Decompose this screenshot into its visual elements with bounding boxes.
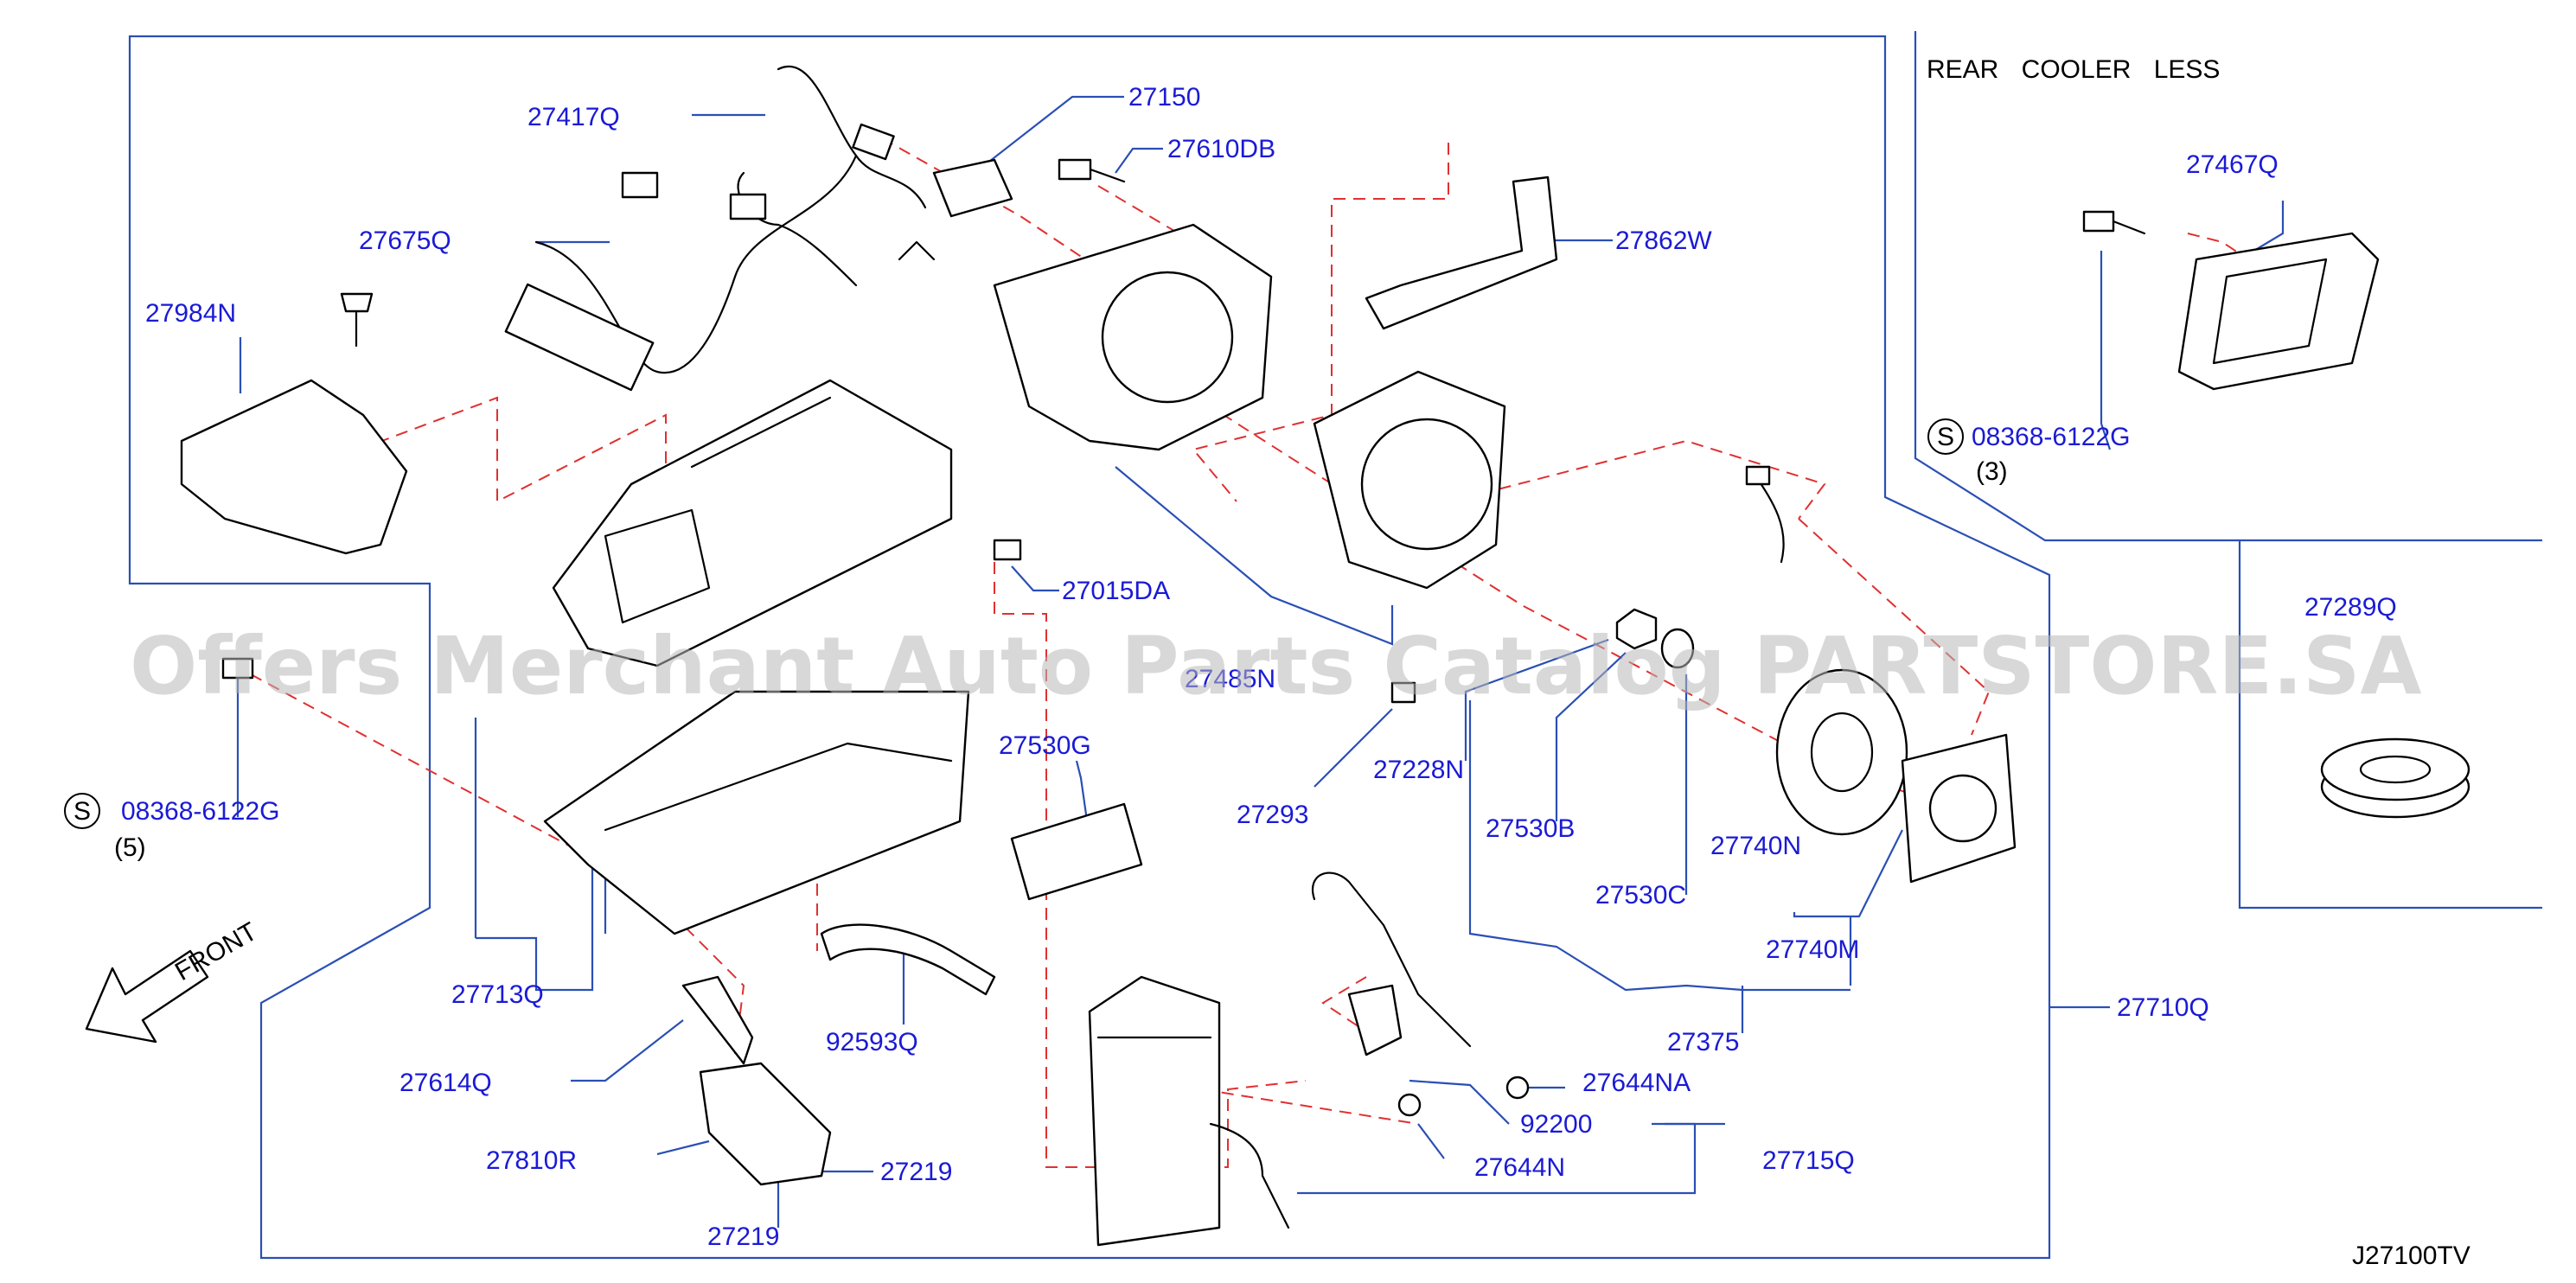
callout-27289Q: 27289Q xyxy=(2304,593,2397,622)
blower-scroll xyxy=(1313,370,1506,590)
callout-27862W: 27862W xyxy=(1615,227,1712,255)
callout-27710Q: 27710Q xyxy=(2117,993,2209,1022)
callout-27610DB: 27610DB xyxy=(1167,135,1275,163)
rear-cooler-note: REAR COOLER LESS xyxy=(1927,55,2220,84)
o-ring-27644N xyxy=(1397,1093,1422,1117)
callout-27530B: 27530B xyxy=(1486,814,1575,843)
s-symbol-circle-right xyxy=(1927,418,1964,455)
callout-27150: 27150 xyxy=(1128,83,1200,112)
grommet-27289Q xyxy=(2320,737,2471,819)
expansion-valve xyxy=(1312,871,1472,1056)
front-arrow-icon xyxy=(85,949,209,1044)
screw-27984N xyxy=(340,292,374,348)
washer-27530C xyxy=(1660,628,1695,669)
callout-27984N: 27984N xyxy=(145,299,236,328)
callout-08368-right: 08368-6122G xyxy=(1972,423,2131,451)
callout-92200: 92200 xyxy=(1520,1110,1592,1139)
callouts: 27417Q 27150 27610DB 27675Q 27862W 27984… xyxy=(121,83,2397,1251)
evaporator xyxy=(1088,975,1290,1247)
bracket-27614Q xyxy=(681,975,754,1065)
nut-27530B xyxy=(1615,608,1658,650)
callout-27293: 27293 xyxy=(1237,801,1308,829)
main-frame xyxy=(128,35,2051,1260)
drain-hose xyxy=(820,923,996,996)
blower-housing xyxy=(993,223,1273,451)
clip-27015DA xyxy=(993,539,1022,561)
watermark: Offers Merchant Auto Parts Catalog PARTS… xyxy=(130,620,2422,712)
cover-27467Q xyxy=(2177,232,2380,391)
callout-27644N: 27644N xyxy=(1474,1153,1565,1182)
s-symbol-circle-left xyxy=(64,793,100,829)
bracket-27150 xyxy=(932,158,1013,218)
callout-27810R: 27810R xyxy=(486,1146,577,1175)
quantity-right: (3) xyxy=(1976,457,2008,486)
quantity-left: (5) xyxy=(114,833,146,862)
hose-27228N xyxy=(1745,465,1785,564)
rear-cooler-frame xyxy=(1914,31,2542,910)
diagram-code: J27100TV xyxy=(2352,1242,2471,1270)
bolt-27610DB xyxy=(1058,158,1126,183)
callout-27713Q: 27713Q xyxy=(451,980,544,1009)
callout-92593Q: 92593Q xyxy=(826,1028,918,1056)
callout-27417Q: 27417Q xyxy=(527,103,620,131)
callout-27644NA: 27644NA xyxy=(1582,1069,1691,1097)
callout-27715Q: 27715Q xyxy=(1762,1146,1855,1175)
leader-lines xyxy=(236,95,2285,1228)
s-symbol-right: S xyxy=(1937,423,1954,451)
callout-27530G: 27530G xyxy=(999,731,1091,760)
blower-motor xyxy=(1901,733,2017,884)
callout-27675Q: 27675Q xyxy=(359,227,451,255)
connector-27293 xyxy=(1390,681,1416,704)
resistor-27810R xyxy=(699,1062,832,1186)
bracket-27862W xyxy=(1365,176,1558,330)
heater-upper-case xyxy=(552,379,953,667)
callout-27219-bottom: 27219 xyxy=(707,1222,779,1251)
bolt-left xyxy=(221,657,254,680)
o-ring-27644NA xyxy=(1505,1076,1530,1100)
heater-lower-case xyxy=(543,690,970,935)
callout-27375: 27375 xyxy=(1667,1028,1739,1056)
callout-27614Q: 27614Q xyxy=(400,1069,492,1097)
callout-27467Q: 27467Q xyxy=(2186,150,2279,179)
callout-27740M: 27740M xyxy=(1766,935,1859,964)
callout-08368-left: 08368-6122G xyxy=(121,797,280,826)
s-symbol-left: S xyxy=(74,797,91,826)
callout-27219-right: 27219 xyxy=(880,1158,952,1186)
bracket-27530G xyxy=(1010,802,1143,901)
callout-27015DA: 27015DA xyxy=(1062,577,1170,605)
callout-27530C: 27530C xyxy=(1595,881,1686,910)
callout-27740N: 27740N xyxy=(1710,832,1801,860)
wire-harness xyxy=(504,66,936,392)
callout-27228N: 27228N xyxy=(1373,756,1464,784)
blower-fan xyxy=(1775,668,1908,836)
callout-27485N: 27485N xyxy=(1185,665,1275,693)
front-label: FRONT xyxy=(170,917,262,986)
duct-left xyxy=(180,379,408,555)
bolt-rear xyxy=(2082,210,2146,235)
